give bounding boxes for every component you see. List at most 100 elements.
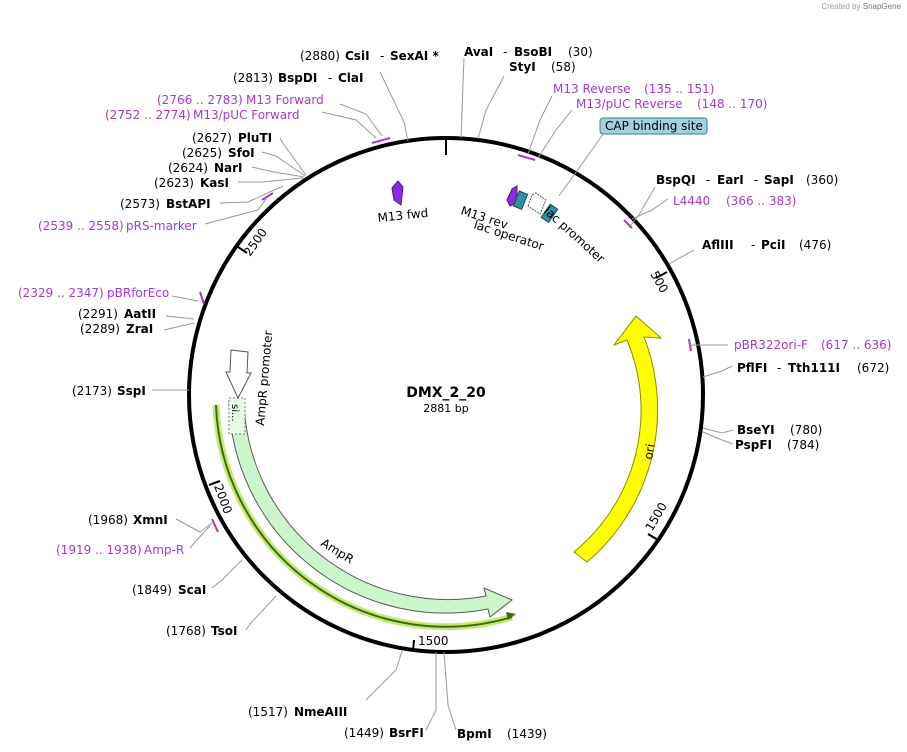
mark-m13-forward [371,137,391,144]
primer-m13puc-forward[interactable]: M13/pUC Forward [193,108,300,122]
enzyme-xmni-pos: (1968) [88,513,128,527]
enzyme-sspi[interactable]: SspI [117,384,146,398]
enzyme-bspqi[interactable]: BspQI [656,173,696,187]
lac-operator-label: lac operator [472,218,546,254]
enzyme-sapi-pos: (360) [806,173,838,187]
enzyme-bsrfi[interactable]: BsrFI [389,726,424,740]
primer-m13-forward[interactable]: M13 Forward [246,93,324,107]
primer-pbrforeco[interactable]: pBRforEco [107,286,169,300]
primer-m13puc-reverse[interactable]: M13/pUC Reverse [576,97,683,111]
primer-m13-reverse[interactable]: M13 Reverse [553,82,631,96]
enzyme-aatii[interactable]: AatII [124,307,156,321]
primer-prs-marker[interactable]: pRS-marker [126,219,197,233]
tick-mark-1000 [647,533,659,541]
enzyme-pcii-pos: (476) [799,238,831,252]
m13-fwd-label: M13 fwd [377,206,429,225]
enzyme-bstapi[interactable]: BstAPI [166,197,211,211]
primer-amp-r[interactable]: Amp-R [144,543,184,557]
enzyme-sapi[interactable]: SapI [764,173,794,187]
svg-text:-: - [503,45,507,59]
enzyme-styi[interactable]: StyI [509,60,536,74]
credit-brand: SnapGene [862,2,901,11]
primer-l4440[interactable]: L4440 [673,194,710,208]
primer-l4440-range: (366 .. 383) [726,194,796,208]
enzyme-sfoi[interactable]: SfoI [228,146,255,160]
enzyme-csii-pos: (2880) [300,49,340,63]
enzyme-pflfi[interactable]: PflFI [737,361,767,375]
enzyme-bpmi[interactable]: BpmI [457,727,492,741]
cap-site-feature[interactable] [540,203,559,224]
enzyme-csii[interactable]: CsiI [345,49,370,63]
ori-feature[interactable] [573,315,663,563]
primer-m13puc-forward-range: (2752 .. 2774) [105,108,191,122]
enzyme-styi-pos: (58) [551,60,576,74]
cap-label-box[interactable] [599,117,708,135]
enzyme-labels: (2880) CsiI - SexAI * AvaI - BsoBI (30) … [72,45,889,741]
leader-lines [152,57,734,731]
m13-fwd-feature[interactable] [391,180,404,206]
svg-text:-: - [706,173,710,187]
enzyme-afliii[interactable]: AflIII [702,238,734,252]
cap-label: CAP binding site [605,119,703,133]
enzyme-nmeaiii-pos: (1517) [248,705,288,719]
mark-pbrforeco [199,291,205,305]
tick-label-500: 500 [647,269,671,296]
enzyme-bstapi-pos: (2573) [120,197,160,211]
primer-pbr322ori-f-range: (617 .. 636) [821,338,891,352]
enzyme-tth111i[interactable]: Tth111I [788,361,840,375]
enzyme-bspdi[interactable]: BspDI [278,71,317,85]
enzyme-tsoi[interactable]: TsoI [211,624,237,638]
enzyme-kasi[interactable]: KasI [200,176,229,190]
mark-amp-r [211,518,219,533]
signal-sequence-label: si... [229,404,240,422]
enzyme-scai[interactable]: ScaI [178,583,206,597]
svg-text:-: - [751,238,755,252]
enzyme-avai[interactable]: AvaI [464,45,493,59]
enzyme-bsrfi-pos: (1449) [344,726,384,740]
enzyme-pluti-pos: (2627) [192,131,232,145]
lac-promoter-feature[interactable] [527,192,547,215]
svg-text:-: - [754,173,758,187]
enzyme-eari[interactable]: EarI [717,173,744,187]
primer-pbr322ori-f[interactable]: pBR322ori-F [734,338,808,352]
enzyme-bseyi-pos: (780) [790,423,822,437]
tick-mark-1500 [412,639,415,652]
enzyme-zrai[interactable]: ZraI [126,322,153,336]
enzyme-zrai-pos: (2289) [80,322,120,336]
tick-mark-500 [655,271,668,279]
primer-amp-r-range: (1919 .. 1938) [56,543,142,557]
ampr-feature[interactable] [228,401,513,618]
enzyme-sexai[interactable]: SexAI * [390,49,439,63]
mark-m13-reverse [517,154,536,161]
enzyme-nari[interactable]: NarI [214,161,243,175]
enzyme-bspdi-pos: (2813) [233,71,273,85]
tick-label-2500: 2500 [241,226,270,259]
enzyme-bsobi-pos: (30) [568,45,593,59]
enzyme-pspfi[interactable]: PspFI [735,438,772,452]
enzyme-bsobi[interactable]: BsoBI [514,45,552,59]
enzyme-xmni[interactable]: XmnI [133,513,168,527]
svg-text:-: - [380,49,384,63]
primer-m13puc-reverse-range: (148 .. 170) [697,97,767,111]
enzyme-pcii[interactable]: PciI [761,238,786,252]
enzyme-nmeaiii[interactable]: NmeAIII [294,705,347,719]
ori-label: ori [641,443,657,461]
plasmid-name: DMX_2_20 [406,385,486,401]
tick-mark-2500 [237,246,248,254]
enzyme-bseyi[interactable]: BseYI [737,423,775,437]
primer-pbrforeco-range: (2329 .. 2347) [18,286,104,300]
m13-rev-feature[interactable] [506,185,518,207]
plasmid-size: 2881 bp [423,402,468,415]
ampr-promoter-feature[interactable] [225,349,252,400]
lac-operator-feature[interactable] [512,190,529,210]
signal-sequence-feature[interactable] [228,397,246,435]
mark-prs-marker [261,192,274,201]
tick-label-1500: 1500 [418,634,449,648]
cap-leader-line [558,132,605,197]
enzyme-pluti[interactable]: PluTI [238,131,272,145]
enzyme-clai[interactable]: ClaI [338,71,363,85]
ampr-promoter-label: AmpR promoter [253,330,275,426]
ampr-strand-line [215,404,513,628]
